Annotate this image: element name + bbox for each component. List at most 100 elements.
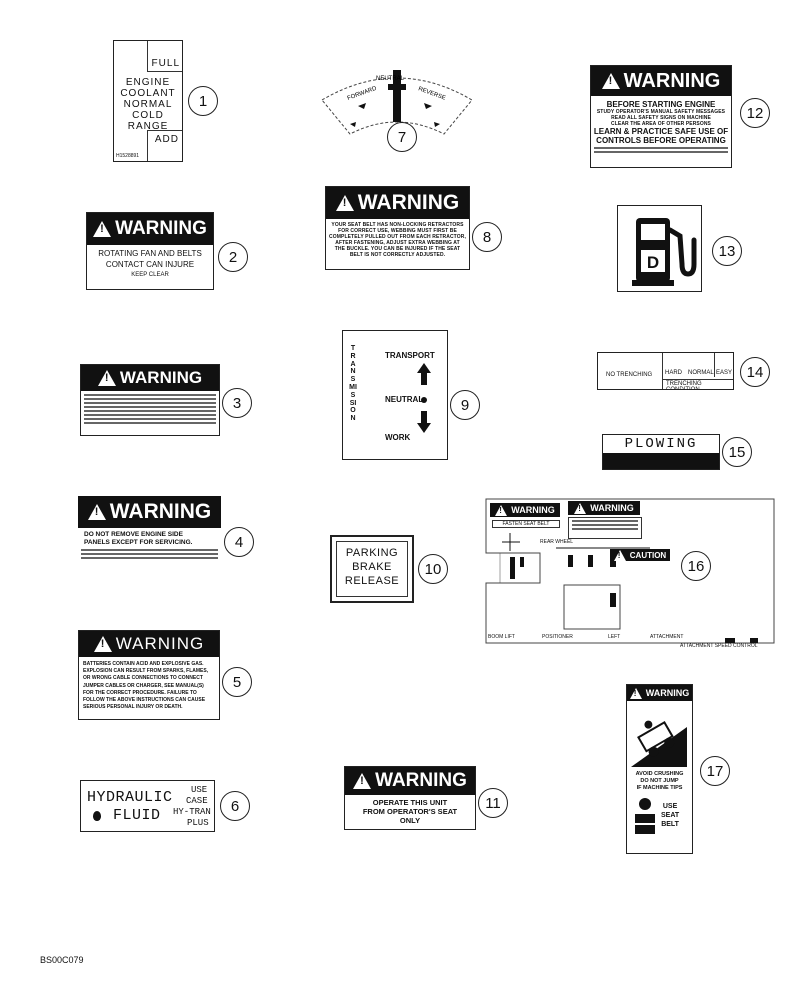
parking-brake-release-decal: PARKING BRAKE RELEASE [330, 535, 414, 603]
transmission-side-label: TRANSMISSION [349, 345, 357, 423]
callout-10: 10 [418, 554, 448, 584]
warning-header: WARNING [591, 66, 731, 96]
callout-12: 12 [740, 98, 770, 128]
hard-label: HARD [665, 370, 683, 376]
divider [662, 353, 663, 389]
fine-print-line [594, 151, 728, 153]
fine-print-line [81, 549, 218, 551]
callout-16: 16 [681, 551, 711, 581]
fasten-belt-warning: WARNING [490, 503, 560, 517]
warning-header: WARNING [81, 365, 219, 391]
fine-print-line [84, 394, 216, 396]
control-panel-outline [485, 498, 775, 644]
callout-2: 2 [218, 242, 248, 272]
callout-14: 14 [740, 357, 770, 387]
warning-header: WARNING [87, 213, 213, 245]
attachment-label: ATTACHMENT [650, 634, 684, 640]
plowing-decal: PLOWING [602, 434, 720, 470]
fluid-label: FLUID [113, 807, 161, 824]
tip-over-warning-decal: WARNING AVOID CRUSHING DO NOT JUMP IF MA… [626, 684, 693, 854]
use-seat-belt-label: USE SEAT BELT [661, 803, 680, 828]
warning-triangle-icon [574, 502, 587, 514]
fine-print-line [84, 398, 216, 400]
callout-15: 15 [722, 437, 752, 467]
callout-17: 17 [700, 756, 730, 786]
black-band [603, 453, 719, 469]
warning-body: YOUR SEAT BELT HAS NON-LOCKING RETRACTOR… [329, 222, 466, 258]
callout-5: 5 [222, 667, 252, 697]
fasten-belt-label: FASTEN SEAT BELT [492, 520, 560, 528]
rotating-fan-warning-decal: WARNING ROTATING FAN AND BELTS CONTACT C… [86, 212, 214, 290]
transmission-decal: TRANSMISSION TRANSPORT NEUTRAL WORK [342, 330, 448, 460]
shift-fan-graphic: FORWARD NEUTRAL REVERSE [321, 70, 473, 135]
lower-bucket-warning: WARNING [568, 501, 640, 515]
callout-1: 1 [188, 86, 218, 116]
plowing-label: PLOWING [624, 436, 698, 452]
warning-triangle-icon [495, 504, 508, 516]
work-label: WORK [385, 433, 411, 442]
down-arrow-icon [417, 411, 431, 433]
callout-8: 8 [472, 222, 502, 252]
control-panel-decal: WARNING FASTEN SEAT BELT WARNING REAR WH… [480, 493, 780, 653]
battery-warning-decal: WARNING BATTERIES CONTAIN ACID AND EXPLO… [78, 630, 220, 720]
condition-label: TRENCHING CONDITION [666, 381, 702, 390]
warning-header: WARNING [326, 187, 469, 219]
callout-9: 9 [450, 390, 480, 420]
warning-body: OPERATE THIS UNIT FROM OPERATOR'S SEAT O… [362, 798, 458, 825]
up-arrow-icon [417, 363, 431, 385]
warning-triangle-icon [613, 549, 626, 561]
warning-header: WARNING [345, 767, 475, 795]
callout-6: 6 [220, 791, 250, 821]
engine-start-warning-decal: WARNING [80, 364, 220, 436]
fine-print-line [84, 414, 216, 416]
fine-print [81, 394, 219, 424]
callout-3: 3 [222, 388, 252, 418]
warning-triangle-icon [601, 73, 620, 89]
warning-triangle-icon [97, 370, 116, 386]
fine-print-line [84, 410, 216, 412]
hydraulic-label: HYDRAULIC [87, 789, 173, 806]
operator-seat-warning-decal: WARNING OPERATE THIS UNIT FROM OPERATOR'… [344, 766, 476, 830]
engine-side-panel-warning-decal: WARNING DO NOT REMOVE ENGINE SIDE PANELS… [78, 496, 221, 570]
divider [714, 353, 715, 377]
add-box: ADD [147, 130, 182, 161]
trenching-condition-decal: NO TRENCHING HARD NORMAL EASY TRENCHING … [597, 352, 734, 390]
full-box: FULL [147, 41, 182, 72]
caution-label: CAUTION [610, 549, 670, 561]
shift-direction-decal: FORWARD NEUTRAL REVERSE [318, 62, 476, 157]
coolant-text: ENGINE COOLANT NORMAL COLD RANGE [120, 77, 176, 132]
seat-belt-section: USE SEAT BELT [627, 796, 692, 844]
rear-wheel-label: REAR WHEEL [540, 539, 574, 545]
callout-4: 4 [224, 527, 254, 557]
seat-belt-warning-decal: WARNING YOUR SEAT BELT HAS NON-LOCKING R… [325, 186, 470, 270]
warning-triangle-icon [353, 773, 372, 789]
left-label: LEFT [608, 634, 621, 640]
coolant-level-decal: FULL ENGINE COOLANT NORMAL COLD RANGE AD… [113, 40, 183, 162]
lower-bucket-fine-print [568, 517, 642, 539]
part-code: H1528891 [116, 153, 140, 159]
inner-border: PARKING BRAKE RELEASE [336, 541, 408, 597]
diesel-fuel-decal: D [617, 205, 702, 292]
fuel-pump-icon: D [632, 218, 697, 286]
transport-label: TRANSPORT [385, 351, 435, 360]
warning-body: BATTERIES CONTAIN ACID AND EXPLOSIVE GAS… [83, 661, 209, 711]
neutral-label: NEUTRAL [385, 395, 424, 404]
figure-code: BS00C079 [40, 955, 84, 965]
warning-header: WARNING [78, 496, 221, 528]
warning-body: BEFORE STARTING ENGINE STUDY OPERATOR'S … [591, 100, 731, 153]
neutral-label: NEUTRAL [376, 76, 405, 82]
warning-triangle-icon [87, 504, 106, 520]
warning-body: AVOID CRUSHING DO NOT JUMP IF MACHINE TI… [635, 771, 684, 791]
operator-seat-belt-icon [635, 798, 655, 834]
full-label: FULL [151, 58, 180, 69]
fine-print-line [81, 553, 218, 555]
fine-print-line [84, 418, 216, 420]
fine-print-line [84, 406, 216, 408]
case-label: CASE [186, 796, 208, 806]
fine-print-line [81, 557, 218, 559]
fine-print-line [572, 528, 638, 530]
diesel-letter: D [647, 253, 659, 272]
fine-print-line [84, 402, 216, 404]
callout-13: 13 [712, 236, 742, 266]
speed-control-label: ATTACHMENT SPEED CONTROL [680, 643, 758, 649]
